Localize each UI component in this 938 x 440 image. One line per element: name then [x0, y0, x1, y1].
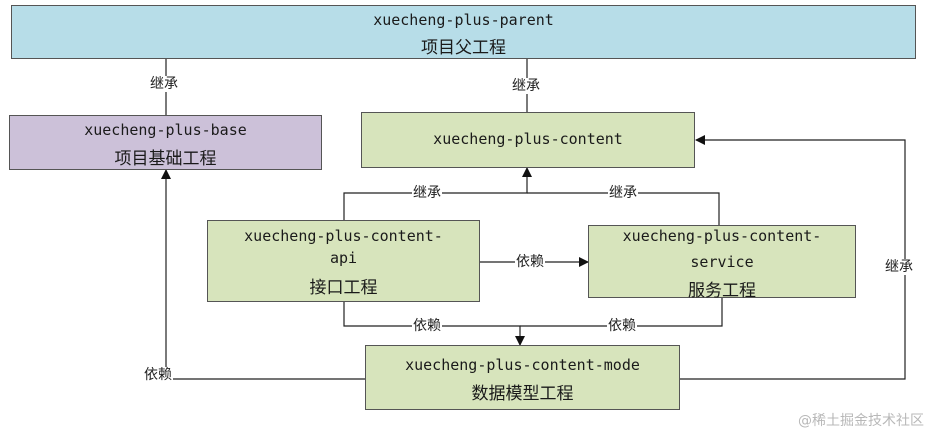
watermark-text: @稀土掘金技术社区: [798, 413, 924, 429]
edge-service-to-model: [520, 298, 723, 327]
label-base-to-parent: 继承: [149, 76, 179, 92]
label-service-to-model: 依赖: [607, 318, 637, 334]
content-api-suffix: api: [329, 249, 358, 267]
label-api-to-model: 依赖: [412, 318, 442, 334]
label-model-to-base: 依赖: [143, 367, 173, 383]
content-service-name: xuecheng-plus-content-: [622, 227, 822, 245]
label-api-to-content: 继承: [412, 185, 442, 201]
content-project-box: xuecheng-plus-content: [361, 112, 695, 168]
content-api-box: xuecheng-plus-content- api 接口工程: [207, 220, 480, 302]
content-service-desc: 服务工程: [688, 281, 756, 301]
content-service-suffix: service: [690, 253, 754, 271]
parent-project-name: xuecheng-plus-parent: [373, 11, 554, 29]
label-api-to-service: 依赖: [515, 254, 545, 270]
content-api-name: xuecheng-plus-content-: [244, 227, 443, 245]
parent-project-box: xuecheng-plus-parent 项目父工程: [11, 5, 916, 59]
base-project-box: xuecheng-plus-base 项目基础工程: [9, 115, 322, 170]
label-model-to-content: 继承: [884, 259, 914, 275]
content-model-desc: 数据模型工程: [471, 384, 574, 404]
content-model-box: xuecheng-plus-content-mode 数据模型工程: [365, 345, 680, 410]
content-api-desc: 接口工程: [309, 278, 378, 298]
base-project-desc: 项目基础工程: [114, 149, 217, 169]
label-service-to-content: 继承: [608, 185, 638, 201]
edge-service-to-content: [527, 192, 720, 225]
content-model-name: xuecheng-plus-content-mode: [405, 356, 640, 374]
parent-project-desc: 项目父工程: [421, 38, 506, 58]
content-project-name: xuecheng-plus-content: [433, 130, 623, 148]
label-content-to-parent: 继承: [511, 78, 541, 94]
base-project-name: xuecheng-plus-base: [84, 121, 247, 139]
content-service-box: xuecheng-plus-content- service 服务工程: [588, 225, 856, 301]
